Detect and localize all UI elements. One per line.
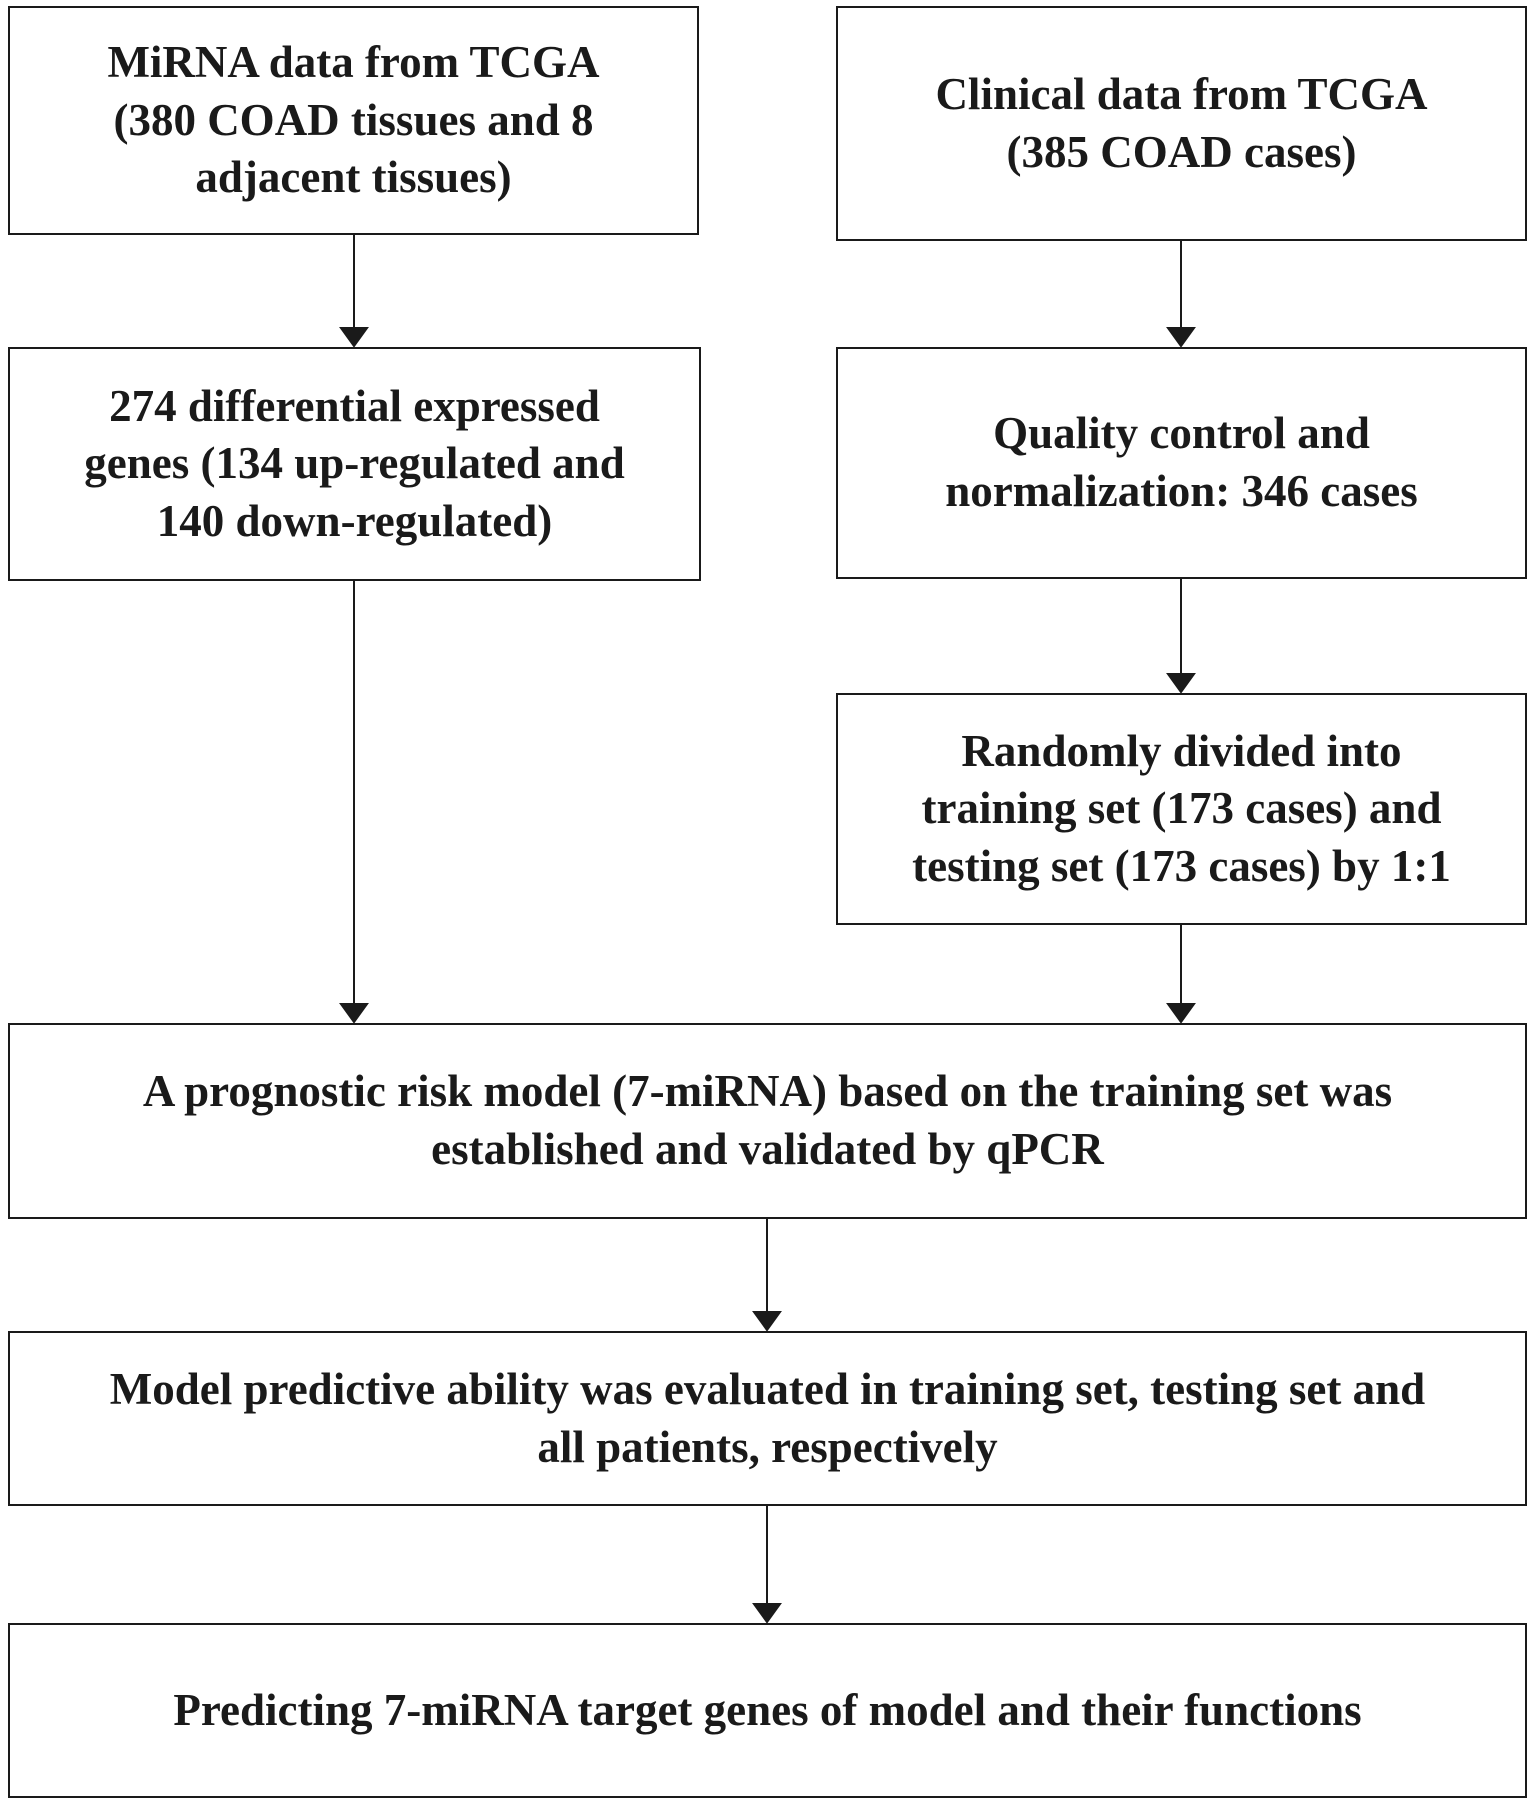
risk-model-text: A prognostic risk model (7-miRNA) based …	[143, 1063, 1392, 1178]
arrowhead-eval-to-predict	[752, 1603, 782, 1624]
arrowhead-mirna-to-deg	[339, 327, 369, 348]
deg-line: 274 differential expressed	[109, 380, 600, 431]
arrowhead-qc-to-split	[1166, 673, 1196, 694]
prediction-box: Predicting 7-miRNA target genes of model…	[8, 1623, 1527, 1798]
mirna-data-line: MiRNA data from TCGA	[107, 37, 600, 88]
deg-line: genes (134 up-regulated and	[84, 438, 625, 489]
deg-box: 274 differential expressed genes (134 up…	[8, 347, 701, 581]
risk-model-line: A prognostic risk model (7-miRNA) based …	[142, 1066, 1393, 1117]
mirna-data-line: adjacent tissues)	[195, 152, 512, 203]
random-split-text: Randomly divided into training set (173 …	[912, 723, 1451, 896]
arrowhead-model-to-eval	[752, 1311, 782, 1332]
evaluation-line: all patients, respectively	[537, 1421, 998, 1472]
arrowhead-split-to-model	[1166, 1003, 1196, 1024]
quality-control-line: Quality control and	[993, 408, 1370, 459]
deg-line: 140 down-regulated)	[156, 495, 553, 546]
evaluation-box: Model predictive ability was evaluated i…	[8, 1331, 1527, 1506]
mirna-data-text: MiRNA data from TCGA (380 COAD tissues a…	[107, 34, 599, 207]
arrowhead-deg-to-model	[339, 1003, 369, 1024]
quality-control-box: Quality control and normalization: 346 c…	[836, 347, 1527, 579]
mirna-data-box: MiRNA data from TCGA (380 COAD tissues a…	[8, 6, 699, 235]
evaluation-text: Model predictive ability was evaluated i…	[110, 1361, 1425, 1476]
quality-control-text: Quality control and normalization: 346 c…	[945, 405, 1417, 520]
clinical-data-text: Clinical data from TCGA (385 COAD cases)	[935, 66, 1427, 181]
risk-model-line: established and validated by qPCR	[431, 1124, 1104, 1174]
random-split-line: testing set (173 cases) by 1:1	[912, 840, 1451, 891]
random-split-line: training set (173 cases) and	[921, 783, 1442, 834]
deg-text: 274 differential expressed genes (134 up…	[84, 378, 624, 551]
clinical-data-line: (385 COAD cases)	[1006, 126, 1357, 177]
random-split-box: Randomly divided into training set (173 …	[836, 693, 1527, 925]
prediction-line: Predicting 7-miRNA target genes of model…	[173, 1684, 1362, 1735]
clinical-data-box: Clinical data from TCGA (385 COAD cases)	[836, 6, 1527, 241]
evaluation-line: Model predictive ability was evaluated i…	[109, 1363, 1426, 1414]
quality-control-line: normalization: 346 cases	[945, 466, 1418, 516]
random-split-line: Randomly divided into	[961, 725, 1402, 776]
arrowhead-clinical-to-qc	[1166, 327, 1196, 348]
mirna-data-line: (380 COAD tissues and 8	[113, 94, 594, 145]
risk-model-box: A prognostic risk model (7-miRNA) based …	[8, 1023, 1527, 1219]
clinical-data-line: Clinical data from TCGA	[935, 68, 1428, 119]
prediction-text: Predicting 7-miRNA target genes of model…	[173, 1682, 1361, 1740]
